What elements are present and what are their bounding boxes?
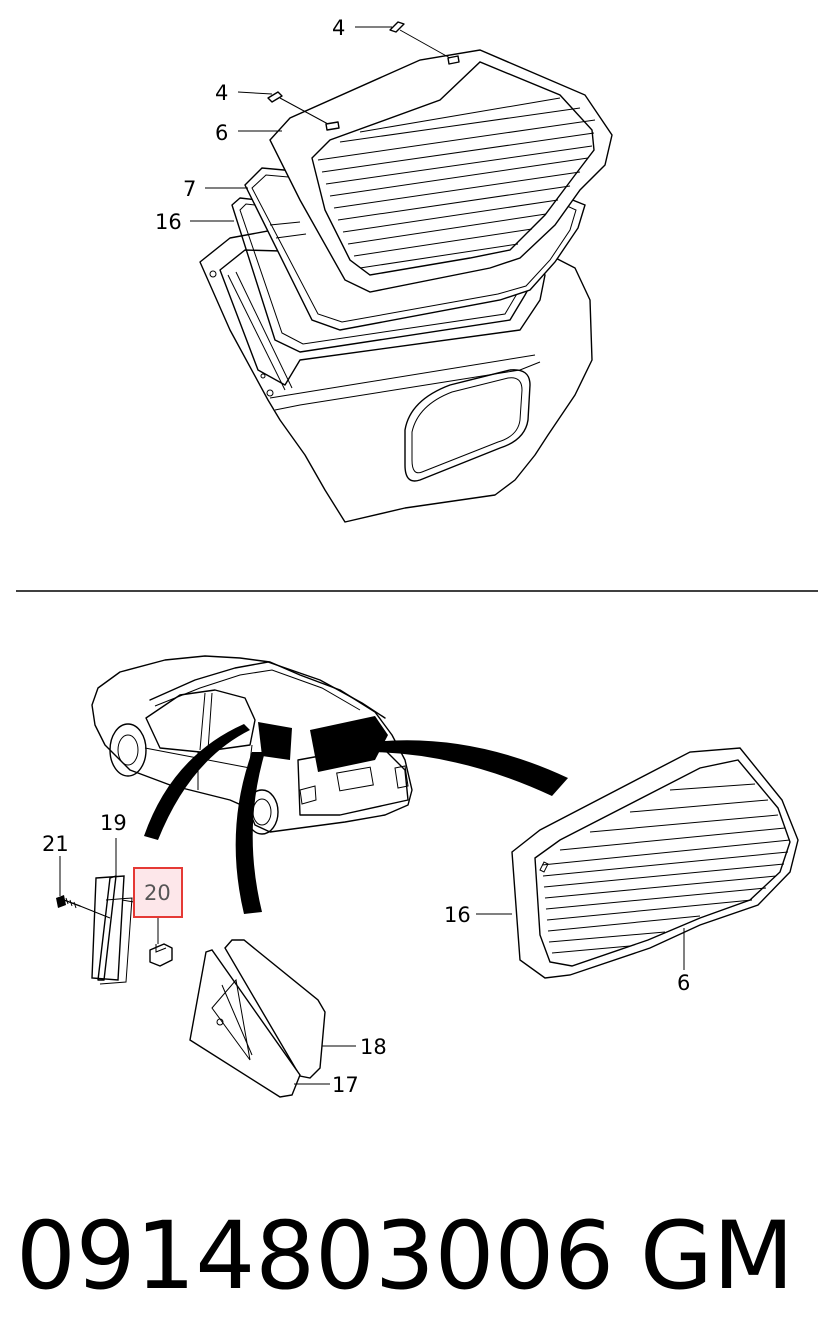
station-wagon-illustration	[91, 655, 413, 835]
rear-windshield-assembly	[476, 747, 799, 979]
callout-7: 7	[183, 177, 196, 201]
callout-16-bottom: 16	[444, 903, 471, 927]
part-number: 0914803006	[16, 1202, 614, 1311]
callout-4a: 4	[332, 16, 345, 40]
tailgate-exploded-view	[190, 21, 613, 523]
callout-20: 20	[144, 881, 171, 905]
callout-16-top: 16	[155, 210, 182, 234]
pointer-bands	[144, 724, 568, 914]
defroster-grid-top	[317, 97, 596, 269]
callout-6-bottom: 6	[677, 971, 690, 995]
side-quarter-glass	[189, 939, 356, 1098]
defroster-grid-bottom	[541, 783, 791, 954]
callout-4b: 4	[215, 81, 228, 105]
brand-name: GM	[640, 1202, 794, 1311]
callout-18: 18	[360, 1035, 387, 1059]
callout-21: 21	[42, 832, 69, 856]
trim-parts	[56, 838, 173, 985]
callout-6-top: 6	[215, 121, 228, 145]
callout-17: 17	[332, 1073, 359, 1097]
callout-19: 19	[100, 811, 127, 835]
highlight-box-20	[133, 867, 183, 918]
